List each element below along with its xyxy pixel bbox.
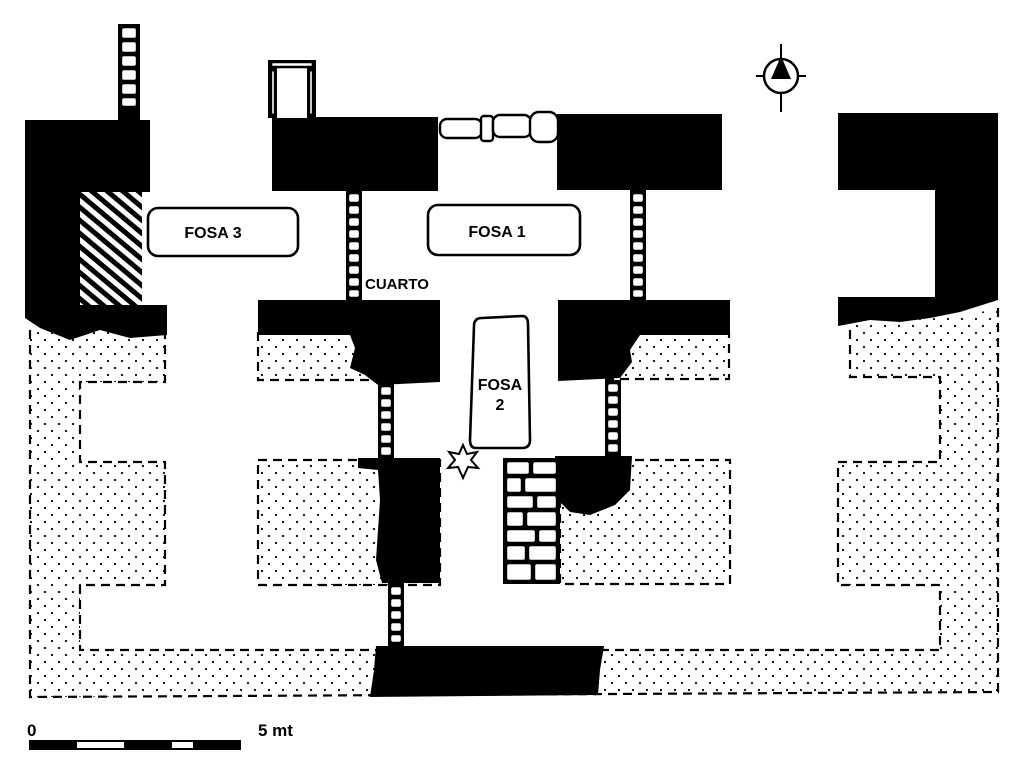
wall-lower-left <box>358 458 440 583</box>
stone-column-upper-right <box>630 190 646 300</box>
scale-start-label: 0 <box>27 721 36 740</box>
fosa-3-outline <box>146 206 300 258</box>
stone-frame-top <box>268 60 316 118</box>
fosa-2-outline <box>468 314 532 450</box>
wall-left-hatched <box>80 192 142 305</box>
wall-mid-right <box>558 300 730 381</box>
fosa-1-label: FOSA 1 <box>468 224 525 241</box>
dashed-block-right-upper <box>605 332 731 381</box>
fosa-3-label: FOSA 3 <box>184 225 241 242</box>
wall-right-top <box>838 113 998 326</box>
scale-end-label: 5 mt <box>258 721 293 740</box>
outer-dashed-outline <box>28 305 1000 699</box>
stone-column-upper-left <box>346 190 362 300</box>
stone-column-middle-right <box>605 380 621 458</box>
star-marker-icon <box>445 442 481 481</box>
pits <box>146 203 582 450</box>
stone-pillar-top-left <box>118 24 140 120</box>
fosa-1-outline <box>426 203 582 257</box>
wall-lower-right <box>555 456 632 515</box>
fosa-2-label-line2: 2 <box>496 397 505 414</box>
labels: FOSA 3 FOSA 1 FOSA 2 CUARTO <box>184 224 525 414</box>
stone-row-top <box>438 110 560 144</box>
wall-top-center-left <box>272 117 438 191</box>
scale-bar: 0 5 mt <box>27 721 293 750</box>
outer-stippled-area <box>30 310 998 697</box>
cuarto-label: CUARTO <box>365 276 429 293</box>
stone-column-lower <box>388 583 404 646</box>
stone-walls <box>118 24 646 646</box>
wall-mid-left <box>258 300 440 385</box>
stone-column-middle-left <box>378 383 394 459</box>
wall-left-top <box>25 120 167 340</box>
walls <box>25 113 998 697</box>
fosa-2-label-line1: FOSA <box>478 377 523 394</box>
wall-top-center-right <box>557 114 722 190</box>
stone-masonry-block <box>503 458 560 584</box>
dashed-block-left-upper <box>256 332 380 382</box>
north-arrow-icon <box>756 44 806 112</box>
wall-bottom <box>370 646 604 697</box>
